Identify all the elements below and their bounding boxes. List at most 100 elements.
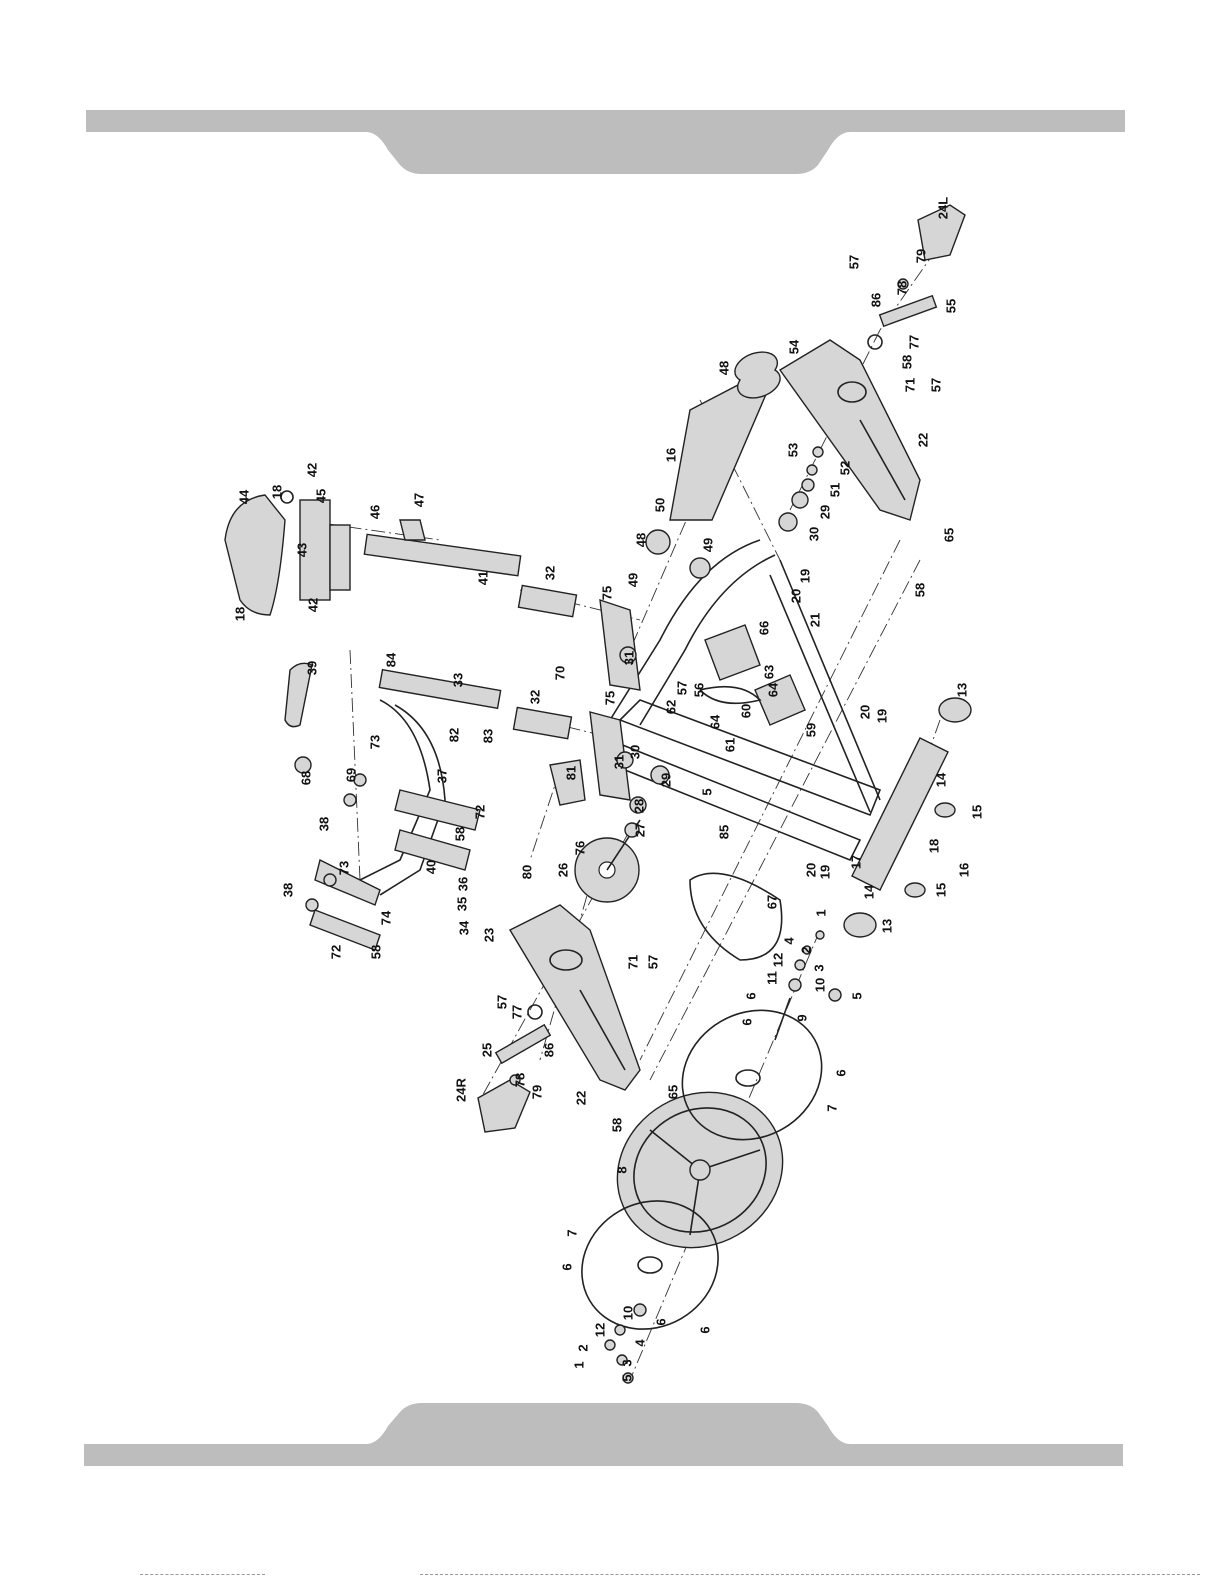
part-label: 58: [912, 583, 927, 597]
part-label: 1: [571, 1361, 586, 1368]
part-label: 6: [743, 992, 758, 999]
part-label: 28: [631, 799, 646, 813]
part-label: 50: [652, 498, 667, 512]
part-label: 15: [933, 883, 948, 897]
part-label: 38: [280, 883, 295, 897]
part-label: 49: [700, 538, 715, 552]
footer-rule-right: [420, 1574, 1200, 1575]
part-label: 2: [798, 946, 813, 953]
part-label: 84: [383, 652, 398, 667]
part-label: 58: [609, 1118, 624, 1132]
part-label: 41: [475, 571, 490, 585]
part-label: 83: [480, 729, 495, 743]
part-label: 71: [902, 378, 917, 392]
part-label: 3: [619, 1359, 634, 1366]
part-label: 61: [722, 738, 737, 752]
part-label: 49: [625, 573, 640, 587]
part-label: 70: [552, 666, 567, 680]
part-label: 52: [837, 461, 852, 475]
part-label: 71: [625, 955, 640, 969]
chain-cover-left: [509, 904, 641, 1091]
part-label: 75: [602, 691, 617, 705]
part-label: 30: [627, 745, 642, 759]
footer-band: [84, 1403, 1123, 1466]
part-label: 53: [785, 443, 800, 457]
part-label: 5: [849, 992, 864, 999]
part-label: 7: [824, 1104, 839, 1111]
part-label: 27: [632, 823, 647, 837]
part-label: 62: [663, 700, 678, 714]
part-label: 60: [738, 704, 753, 718]
part-label: 54: [786, 339, 801, 354]
part-label: 76: [572, 841, 587, 855]
part-label: 20: [803, 863, 818, 877]
part-label: 64: [707, 714, 722, 729]
part-label: 37: [434, 769, 449, 783]
part-label: 12: [770, 953, 785, 967]
part-label: 63: [761, 665, 776, 679]
pedal-left-24L: [867, 204, 966, 350]
part-label: 77: [509, 1005, 524, 1019]
part-label: 32: [542, 566, 557, 580]
part-label: 18: [926, 839, 941, 853]
part-label: 4: [632, 1339, 647, 1347]
part-label: 29: [817, 505, 832, 519]
part-label: 4: [781, 937, 796, 945]
part-label: 20: [857, 705, 872, 719]
part-label: 65: [941, 528, 956, 542]
part-label: 36: [455, 877, 470, 891]
part-label: 58: [899, 355, 914, 369]
part-label: 1: [813, 909, 828, 916]
part-label: 10: [812, 978, 827, 992]
part-label: 51: [827, 483, 842, 497]
part-label: 22: [915, 433, 930, 447]
footer-rule-left: [140, 1574, 265, 1575]
part-label: 66: [756, 621, 771, 635]
part-label: 22: [573, 1091, 588, 1105]
part-label: 68: [298, 771, 313, 785]
part-label: 74: [378, 910, 393, 925]
part-label: 78: [894, 281, 909, 295]
part-label: 86: [541, 1043, 556, 1057]
part-label: 77: [906, 335, 921, 349]
part-label: 56: [691, 683, 706, 697]
part-label: 25: [479, 1043, 494, 1057]
part-label: 30: [806, 527, 821, 541]
part-label: 58: [452, 827, 467, 841]
main-frame: [589, 351, 949, 891]
part-label: 78: [512, 1073, 527, 1087]
part-label: 26: [555, 863, 570, 877]
part-label: 17: [848, 855, 863, 869]
part-label: 57: [494, 995, 509, 1009]
part-label: 19: [874, 709, 889, 723]
part-label: 48: [716, 361, 731, 375]
part-label: 18: [269, 485, 284, 499]
part-label: 67: [764, 895, 779, 909]
part-label: 57: [928, 378, 943, 392]
part-label: 57: [674, 681, 689, 695]
part-label: 39: [304, 661, 319, 675]
part-label: 73: [336, 861, 351, 875]
part-label: 23: [481, 928, 496, 942]
part-label: 73: [367, 735, 382, 749]
part-label: 35: [454, 897, 469, 911]
part-label: 32: [527, 690, 542, 704]
side-disc-outer: [581, 1200, 719, 1330]
part-label: 59: [803, 723, 818, 737]
part-label: 31: [621, 651, 636, 665]
part-label: 6: [833, 1069, 848, 1076]
part-label: 6: [697, 1326, 712, 1333]
pedal-right-24R: [477, 1004, 552, 1133]
part-label: 34: [456, 920, 471, 935]
part-label: 47: [411, 493, 426, 507]
chain-cover-right: [778, 339, 921, 521]
part-label: 40: [423, 860, 438, 874]
part-label: 3: [811, 964, 826, 971]
part-label: 5: [619, 1374, 634, 1381]
part-label: 75: [599, 586, 614, 600]
part-label: 11: [764, 971, 779, 985]
part-label: 6: [559, 1263, 574, 1270]
part-label: 57: [846, 255, 861, 269]
part-label: 48: [633, 533, 648, 547]
